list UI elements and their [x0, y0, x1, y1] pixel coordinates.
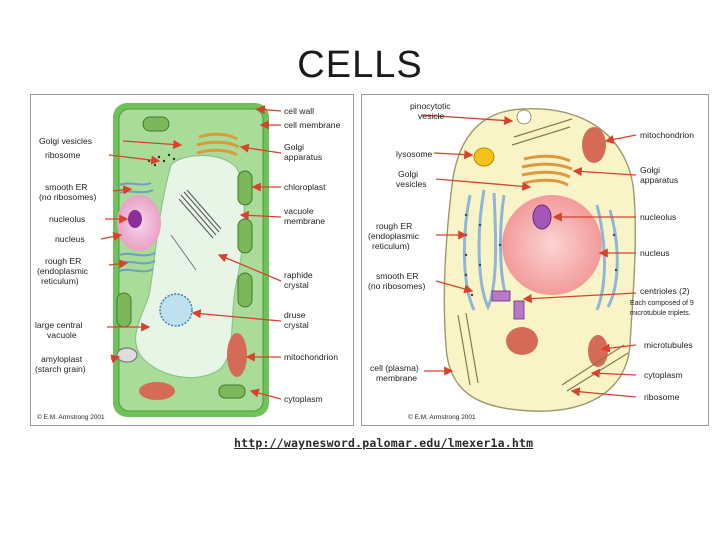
label-golgi-apparatus-2: apparatus [284, 152, 322, 162]
label-raphide-1: raphide [284, 270, 313, 280]
raphide-crystal [178, 189, 222, 239]
centrioles [491, 290, 525, 320]
label-pinocytotic-2: vesicle [418, 111, 444, 121]
label-chloroplast: chloroplast [284, 182, 326, 192]
label-nucleolus: nucleolus [49, 214, 85, 224]
label-centrioles-3: microtubule triplets. [630, 310, 691, 317]
label-vacuole-membrane-2: membrane [284, 216, 325, 226]
label-centrioles-2: Each composed of 9 [630, 300, 694, 307]
label-vacuole-2: vacuole [47, 330, 77, 340]
plant-er [118, 182, 156, 273]
label-rough-er-3: reticulum) [372, 241, 410, 251]
label-raphide-2: crystal [284, 280, 309, 290]
animal-cell-svg: pinocytotic vesicle lysosome mitochondri… [368, 101, 694, 412]
animal-nucleolus [532, 204, 552, 230]
label-amyloplast-1: amyloplast [41, 354, 83, 364]
plant-cell-diagram: cell wall cell membrane Golgi vesicles r… [30, 94, 354, 426]
label-nucleus: nucleus [640, 248, 670, 258]
label-mitochondrion: mitochondrion [284, 352, 338, 362]
page-title: CELLS [297, 44, 423, 86]
plant-mitochondrion [227, 333, 247, 377]
lysosome [473, 147, 495, 167]
plant-arrows [100, 105, 282, 400]
label-rough-er-2: (endoplasmic [37, 266, 89, 276]
label-rough-er-1: rough ER [45, 256, 81, 266]
microtubules [457, 118, 629, 392]
label-smooth-er-1: smooth ER [376, 271, 419, 281]
animal-mitochondrion-2 [506, 327, 538, 355]
label-ribosome: ribosome [45, 150, 81, 160]
label-smooth-er-2: (no ribosomes) [39, 192, 96, 202]
label-nucleolus: nucleolus [640, 212, 676, 222]
label-golgi-vesicles-2: vesicles [396, 179, 427, 189]
plant-copyright: © E.M. Armstrong 2001 [37, 414, 105, 421]
label-nucleus: nucleus [55, 234, 85, 244]
label-cell-membrane: cell membrane [284, 120, 341, 130]
animal-copyright: © E.M. Armstrong 2001 [408, 414, 476, 421]
label-golgi-vesicles: Golgi vesicles [39, 136, 92, 146]
plant-cell-svg: cell wall cell membrane Golgi vesicles r… [35, 103, 341, 417]
plant-golgi [196, 132, 240, 157]
label-vacuole-1: large central [35, 320, 82, 330]
label-centrioles-1: centrioles (2) [640, 286, 690, 296]
source-link[interactable]: http://waynesword.palomar.edu/lmexer1a.h… [234, 436, 534, 450]
druse-crystal [159, 293, 193, 327]
label-amyloplast-2: (starch grain) [35, 364, 86, 374]
label-druse-2: crystal [284, 320, 309, 330]
plant-mitochondrion-2 [139, 382, 175, 400]
animal-arrows [421, 114, 637, 398]
label-rough-er-3: reticulum) [41, 276, 79, 286]
animal-mitochondrion [582, 127, 606, 163]
label-golgi-vesicles-1: Golgi [398, 169, 418, 179]
label-ribosome: ribosome [644, 392, 680, 402]
label-microtubules: microtubules [644, 340, 693, 350]
label-lysosome: lysosome [396, 149, 433, 159]
label-druse-1: druse [284, 310, 306, 320]
animal-nucleus [502, 195, 602, 295]
label-cytoplasm: cytoplasm [284, 394, 323, 404]
label-golgi-apparatus-1: Golgi [284, 142, 304, 152]
chloroplasts [116, 116, 253, 399]
label-pinocytotic-1: pinocytotic [410, 101, 451, 111]
animal-cell-diagram: pinocytotic vesicle lysosome mitochondri… [361, 94, 709, 426]
label-smooth-er-1: smooth ER [45, 182, 88, 192]
pinocytotic-vesicle [516, 109, 532, 125]
amyloplast [116, 347, 138, 363]
label-cytoplasm: cytoplasm [644, 370, 683, 380]
plant-central-vacuole [134, 155, 245, 379]
label-smooth-er-2: (no ribosomes) [368, 281, 425, 291]
label-mitochondrion: mitochondrion [640, 130, 694, 140]
plant-nucleolus [128, 210, 142, 228]
label-cell-membrane-2: membrane [376, 373, 417, 383]
label-cell-wall: cell wall [284, 106, 314, 116]
label-rough-er-2: (endoplasmic [368, 231, 420, 241]
label-golgi-apparatus-1: Golgi [640, 165, 660, 175]
label-rough-er-1: rough ER [376, 221, 412, 231]
label-cell-membrane-1: cell (plasma) [370, 363, 419, 373]
label-vacuole-membrane-1: vacuole [284, 206, 314, 216]
label-golgi-apparatus-2: apparatus [640, 175, 678, 185]
